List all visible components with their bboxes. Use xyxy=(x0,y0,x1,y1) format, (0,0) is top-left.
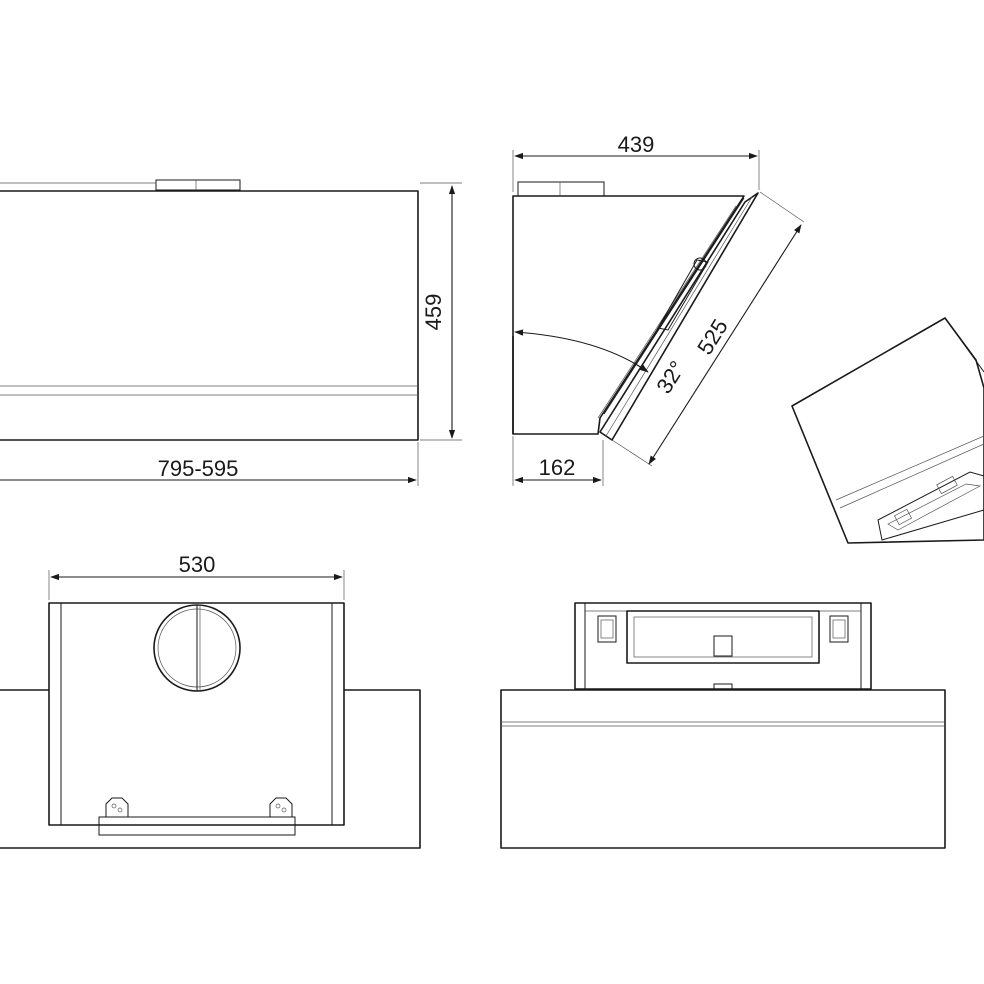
glass-length-label: 525 xyxy=(692,315,733,359)
base-depth-label: 162 xyxy=(539,455,576,480)
isometric-view xyxy=(791,317,984,544)
front-width-label: 795-595 xyxy=(158,456,239,481)
side-view: 439 525 32° 162 xyxy=(512,132,805,486)
side-depth-label: 439 xyxy=(618,132,655,157)
rear-width-label: 530 xyxy=(179,552,216,577)
rear-view: 530 xyxy=(0,552,421,849)
front-view: 459 795-595 xyxy=(0,179,462,486)
front-height-label: 459 xyxy=(421,294,446,331)
top-view xyxy=(500,602,946,849)
